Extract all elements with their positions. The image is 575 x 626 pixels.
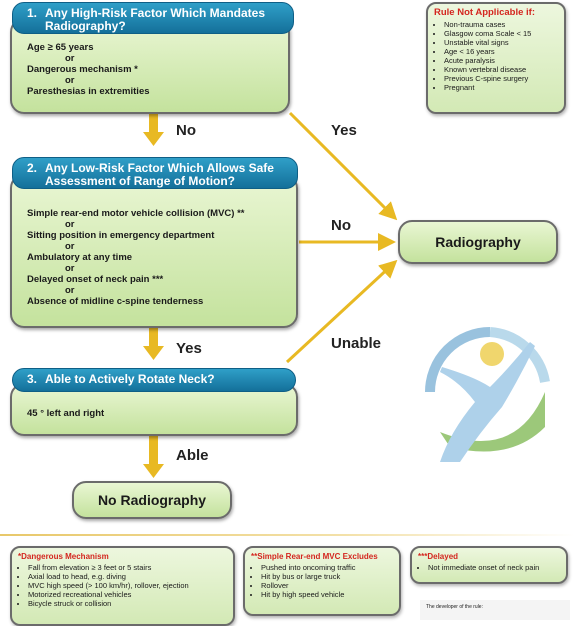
step2-number: 2. [27,161,38,175]
criterion: 45 ° left and right [27,408,105,419]
footnote-dangerous-list: Fall from elevation ≥ 3 feet or 5 stairs… [18,563,227,608]
section-divider [0,534,575,536]
footnote-rear-end-title: **Simple Rear-end MVC Excludes [251,552,378,561]
or-label: or [65,241,75,252]
list-item: Acute paralysis [444,56,558,65]
or-label: or [65,53,75,64]
list-item: Not immediate onset of neck pain [428,563,560,572]
developer-note: The developer of the rule: [420,600,570,620]
step3-header: 3. Able to Actively Rotate Neck? [12,368,296,392]
edge-label-yes-2: Yes [176,340,202,357]
list-item: Non-trauma cases [444,20,558,29]
list-item: Motorized recreational vehicles [28,590,227,599]
arrow-step3-to-no-radiography [143,436,164,478]
edge-label-no-2: No [331,217,351,234]
list-item: Axial load to head, e.g. diving [28,572,227,581]
step1-criteria: Age ≥ 65 years or Dangerous mechanism * … [27,42,150,97]
list-item: Bicycle struck or collision [28,599,227,608]
list-item: Pregnant [444,83,558,92]
edge-label-unable: Unable [331,335,382,352]
arrow-yes-to-radiography [288,111,398,221]
radiography-box: Radiography [398,220,558,264]
not-applicable-list: Non-trauma cases Glasgow coma Scale < 15… [434,20,558,92]
not-applicable-box: Rule Not Applicable if: Non-trauma cases… [426,2,566,114]
list-item: Fall from elevation ≥ 3 feet or 5 stairs [28,563,227,572]
footnote-rear-end-list: Pushed into oncoming traffic Hit by bus … [251,563,393,599]
step1-title: Any High-Risk Factor Which Mandates Radi… [45,6,266,33]
footnote-delayed-list: Not immediate onset of neck pain [418,563,560,572]
footnote-dangerous-title: *Dangerous Mechanism [18,552,109,561]
step3-number: 3. [27,372,38,386]
step2-box [10,174,298,328]
criterion: Paresthesias in extremities [27,86,150,97]
or-label: or [65,263,75,274]
list-item: Hit by high speed vehicle [261,590,393,599]
or-label: or [65,219,75,230]
arrow-step1-to-step2 [143,114,164,146]
edge-label-no-1: No [176,122,196,139]
step1-header: 1. Any High-Risk Factor Which Mandates R… [12,2,294,34]
or-label: or [65,75,75,86]
step1-number: 1. [27,6,38,20]
criterion: Age ≥ 65 years [27,42,94,53]
radiography-label: Radiography [435,234,521,250]
step2-header: 2. Any Low-Risk Factor Which Allows Safe… [12,157,298,189]
footnote-delayed: ***Delayed Not immediate onset of neck p… [410,546,568,584]
list-item: Age < 16 years [444,47,558,56]
footnote-rear-end: **Simple Rear-end MVC Excludes Pushed in… [243,546,401,616]
not-applicable-title: Rule Not Applicable if: [434,7,535,18]
or-label: or [65,285,75,296]
logo-figure [425,327,550,462]
arrow-unable-to-radiography [285,259,398,364]
list-item: MVC high speed (> 100 km/hr), rollover, … [28,581,227,590]
step2-title: Any Low-Risk Factor Which Allows Safe As… [45,161,274,188]
list-item: Pushed into oncoming traffic [261,563,393,572]
criterion: Ambulatory at any time [27,252,133,263]
criterion: Delayed onset of neck pain *** [27,274,164,285]
criterion: Simple rear-end motor vehicle collision … [27,208,245,219]
list-item: Previous C-spine surgery [444,74,558,83]
footnote-delayed-title: ***Delayed [418,552,459,561]
list-item: Glasgow coma Scale < 15 [444,29,558,38]
list-item: Unstable vital signs [444,38,558,47]
arrow-step2-to-step3 [143,328,164,360]
edge-label-able: Able [176,447,209,464]
edge-label-yes-1: Yes [331,122,357,139]
list-item: Rollover [261,581,393,590]
no-radiography-box: No Radiography [72,481,232,519]
step3-criteria: 45 ° left and right [27,408,104,419]
criterion: Sitting position in emergency department [27,230,215,241]
list-item: Hit by bus or large truck [261,572,393,581]
list-item: Known vertebral disease [444,65,558,74]
step2-criteria: Simple rear-end motor vehicle collision … [27,208,245,307]
step3-title: Able to Actively Rotate Neck? [45,372,215,386]
no-radiography-label: No Radiography [97,492,207,508]
criterion: Dangerous mechanism * [27,64,138,75]
footnote-dangerous: *Dangerous Mechanism Fall from elevation… [10,546,235,626]
criterion: Absence of midline c-spine tenderness [27,296,204,307]
